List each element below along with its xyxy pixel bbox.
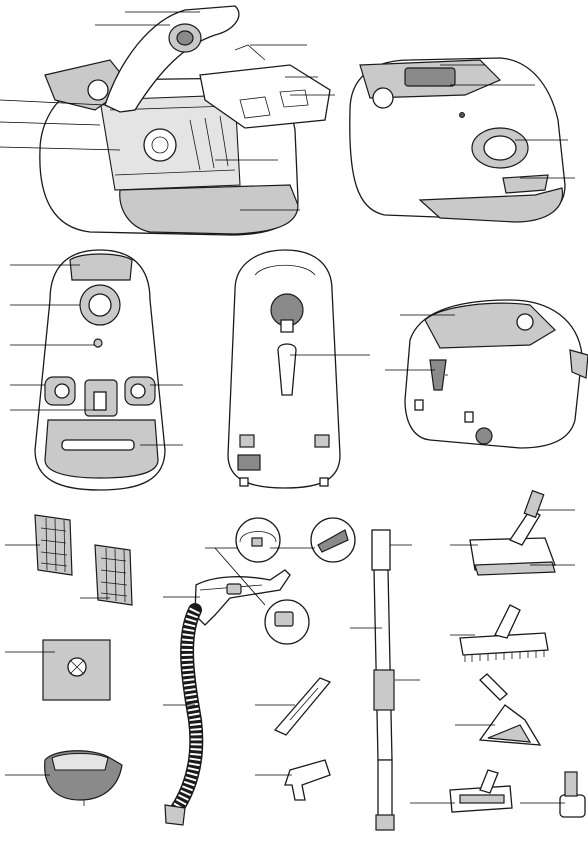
power-button-icon [87,79,109,101]
filter-pair [34,514,133,606]
indicator-light [93,338,103,348]
power-button-icon [372,87,394,109]
bumper-side [569,349,588,379]
dust-bag [42,639,111,701]
mini-turbo-brush [559,771,586,818]
swivel-wheel [237,454,261,471]
handle-top [69,253,133,281]
caster-left [239,434,255,448]
crevice-tool [273,677,332,736]
leader-lines [0,11,575,804]
side-view [404,299,588,449]
motor-filter [34,514,73,576]
carry-handle [404,67,456,87]
side-latch [429,359,447,391]
hose-end [164,804,186,826]
parking-slot [61,439,135,451]
hose-assembly [164,569,291,826]
closed-cleaner-view [349,57,566,223]
exhaust-filter-cover [199,64,331,129]
fabric-bag [44,750,123,806]
swivel-wheel [475,427,493,445]
lid-top [424,302,556,349]
suction-regulator [502,174,549,194]
accessory-holder [277,343,297,396]
bottom-view [227,249,341,489]
tube-slider [373,669,395,711]
tube-upper [373,569,393,761]
floor-nozzle-combi [469,489,556,576]
detail-circles [235,517,356,645]
open-cleaner-view [39,5,331,236]
open-lid [104,5,240,113]
triangular-nozzle [478,673,542,746]
exhaust-filter [94,544,133,606]
tube-lower [377,759,393,821]
hose-handle [194,569,291,626]
bumper [119,184,299,235]
parquet-brush [459,604,549,662]
bumper [418,187,564,223]
caster-right [314,434,330,448]
bag-holder-icon [143,128,177,162]
tube-top [371,529,391,571]
turbo-brush [449,769,513,813]
top-view [34,249,166,491]
upholstery-tool [284,759,331,801]
telescopic-tube [371,529,395,831]
